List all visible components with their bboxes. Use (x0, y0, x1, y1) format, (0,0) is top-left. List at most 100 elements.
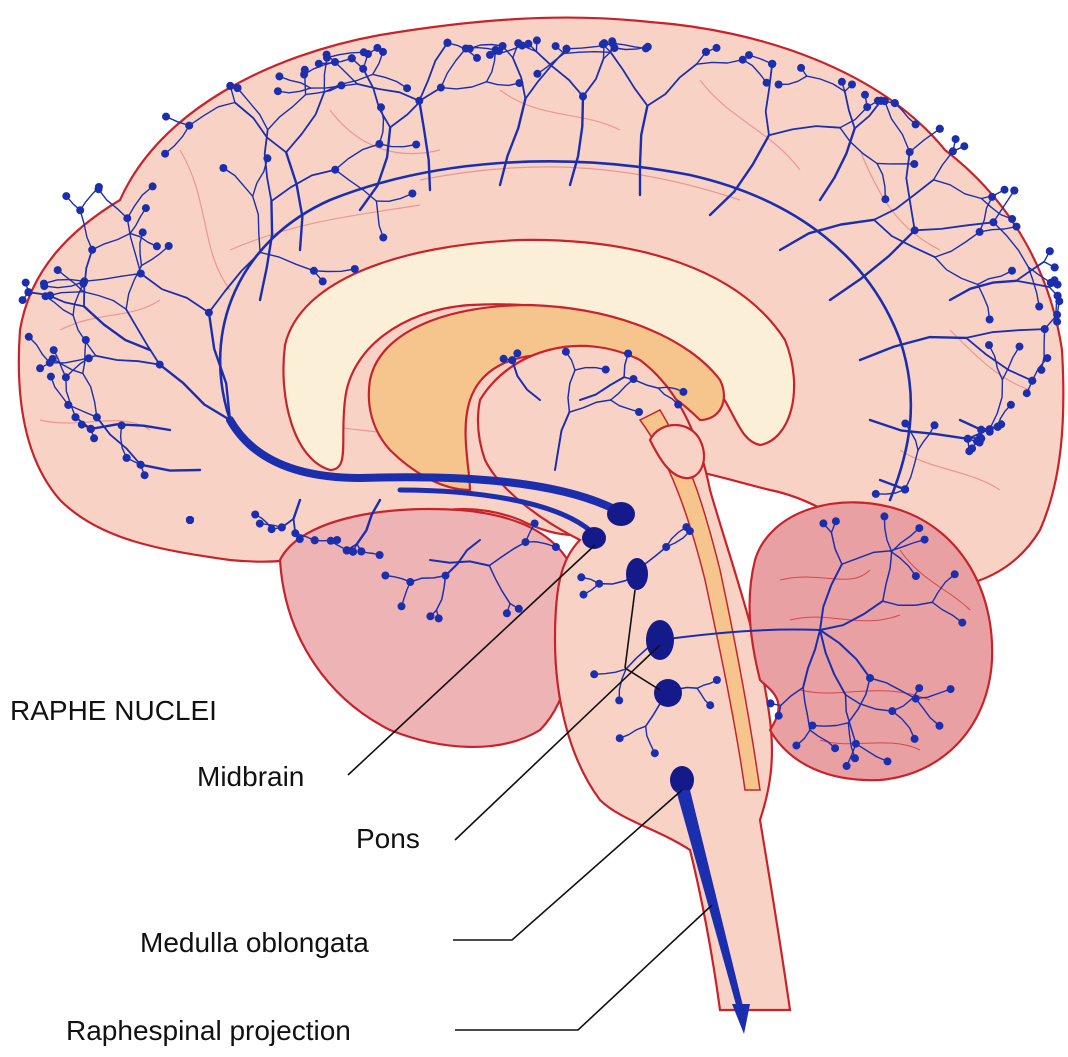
fiber-terminal (1008, 215, 1016, 223)
fiber-terminal (256, 520, 264, 528)
fiber-terminal (533, 36, 541, 44)
fiber-terminal (348, 54, 356, 62)
pons-label: Pons (356, 823, 420, 854)
fiber-terminal (473, 54, 481, 62)
fiber-terminal (22, 279, 30, 287)
fiber-terminal (162, 113, 170, 121)
fiber-terminal (291, 529, 299, 537)
fiber-terminal (775, 81, 783, 89)
fiber-terminal (466, 45, 474, 53)
fiber-terminal (775, 712, 783, 720)
fiber-terminal (47, 373, 55, 381)
fiber-terminal (139, 228, 147, 236)
midbrain-label: Midbrain (197, 761, 304, 792)
fiber-terminal (351, 265, 359, 273)
fiber-terminal (872, 490, 880, 498)
fiber-terminal (792, 742, 800, 750)
fiber-terminal (960, 142, 968, 150)
fiber-terminal (381, 572, 389, 580)
fiber-terminal (379, 234, 387, 242)
fiber-terminal (531, 520, 539, 528)
fiber-terminal (952, 135, 960, 143)
fiber-terminal (357, 547, 365, 555)
fiber-terminal (911, 735, 919, 743)
fiber-terminal (947, 685, 955, 693)
fiber-terminal (142, 204, 150, 212)
fiber-terminal (515, 605, 523, 613)
fiber-terminal (819, 519, 827, 527)
fiber-terminal (843, 762, 851, 770)
fiber-terminal (1043, 354, 1051, 362)
fiber-terminal (533, 70, 541, 78)
fiber-terminal (615, 696, 623, 704)
fiber-terminal (1008, 267, 1016, 275)
fiber-terminal (674, 401, 682, 409)
fiber-terminal (412, 141, 420, 149)
fiber-terminal (958, 619, 966, 627)
fiber-terminal (426, 612, 434, 620)
fiber-terminal (1007, 401, 1015, 409)
fiber-terminal (912, 120, 920, 128)
fiber-terminal (1013, 223, 1021, 231)
fiber-terminal (580, 591, 588, 599)
raphespinal-leader (455, 905, 712, 1030)
fiber-terminal (1035, 303, 1043, 311)
fiber-branch (80, 187, 99, 210)
fiber-terminal (608, 37, 616, 45)
raphespinal-arrowhead (732, 1004, 750, 1034)
raphe-nuclei-title: RAPHE NUCLEI (10, 695, 217, 726)
fiber-terminal (54, 266, 62, 274)
fiber-terminal (149, 182, 157, 190)
fiber-terminal (1053, 318, 1061, 326)
fiber-terminal (161, 150, 169, 158)
fiber-terminal (153, 242, 161, 250)
fiber-terminal (884, 757, 892, 765)
raphe-nucleus-pons-lower (654, 679, 682, 707)
fiber-terminal (500, 355, 508, 363)
fiber-terminal (95, 183, 103, 191)
fiber-terminal (552, 543, 560, 551)
fiber-terminal (832, 517, 840, 525)
fiber-terminal (327, 537, 335, 545)
fiber-terminal (275, 72, 283, 80)
fiber-terminal (50, 346, 58, 354)
fiber-terminal (373, 44, 381, 52)
fiber-terminal (901, 420, 909, 428)
fiber-terminal (319, 277, 327, 285)
temporal-lobe (280, 509, 576, 747)
fiber-terminal (1010, 187, 1018, 195)
fiber-terminal (1023, 389, 1031, 397)
fiber-terminal (36, 364, 44, 372)
fiber-terminal (931, 421, 939, 429)
medulla-oblongata-label: Medulla oblongata (140, 927, 369, 958)
fiber-terminal (141, 471, 149, 479)
raphe-nucleus-pons-upper (626, 558, 648, 590)
fiber-terminal (797, 64, 805, 72)
fiber-terminal (398, 602, 406, 610)
fiber-terminal (85, 354, 93, 362)
fiber-terminal (951, 570, 959, 578)
fiber-terminal (1054, 281, 1062, 289)
fiber-terminal (861, 91, 869, 99)
raphespinal-projection-label: Raphespinal projection (66, 1015, 351, 1046)
fiber-terminal (616, 734, 624, 742)
fiber-terminal (686, 527, 694, 535)
fiber-terminal (679, 388, 687, 396)
fiber-terminal (713, 44, 721, 52)
fiber-terminal (644, 43, 652, 51)
fiber-terminal (988, 193, 996, 201)
fiber-terminal (552, 42, 560, 50)
raphe-nucleus-medulla (670, 766, 694, 794)
fiber-terminal (968, 444, 976, 452)
fiber-terminal (219, 164, 227, 172)
fiber-terminal (1046, 247, 1054, 255)
fiber-terminal (503, 609, 511, 617)
fiber-terminal (40, 280, 48, 288)
fiber-terminal (486, 51, 494, 59)
fiber-terminal (651, 749, 659, 757)
fiber-terminal (985, 341, 993, 349)
fiber-terminal (848, 81, 856, 89)
fiber-terminal (513, 349, 521, 357)
